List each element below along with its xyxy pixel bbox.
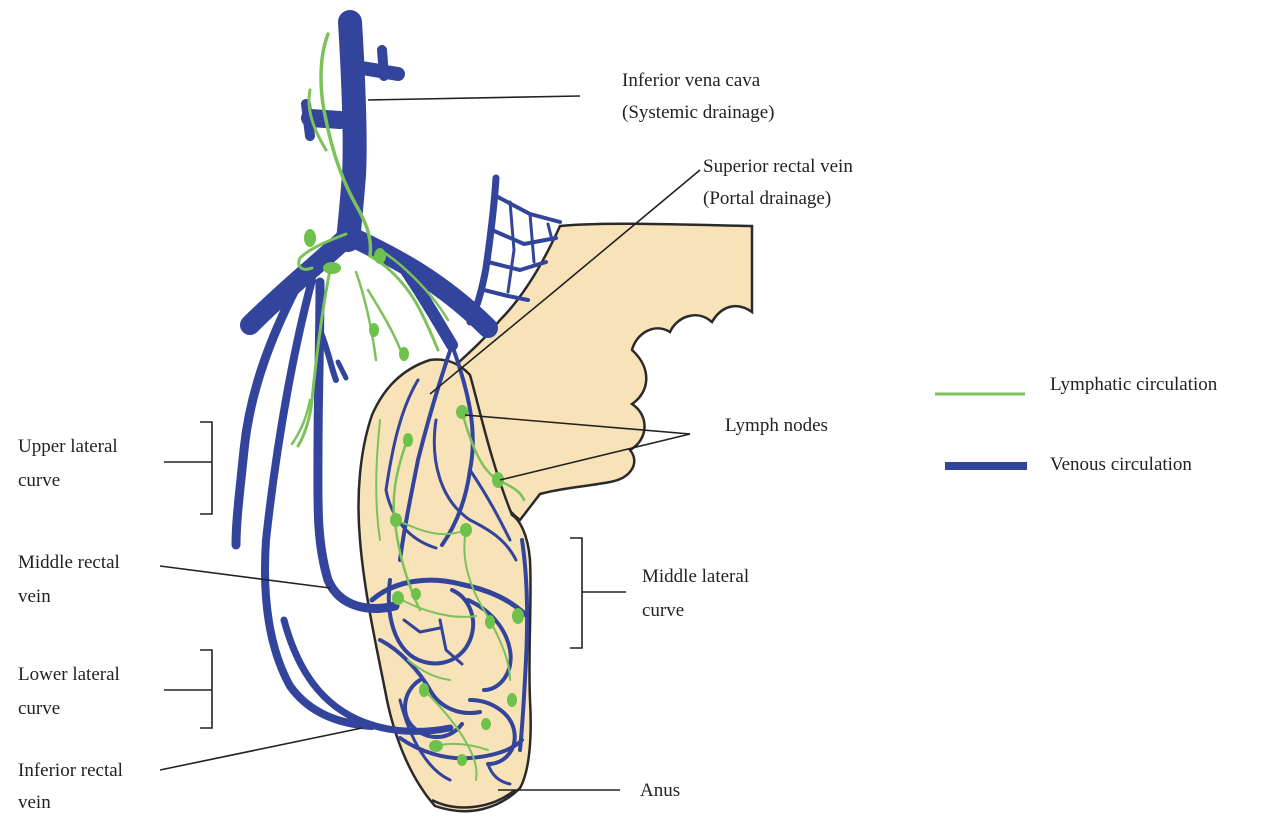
legend-venous-label: Venous circulation [1050,454,1192,475]
label-inferior-rectal: Inferior rectal [18,760,123,781]
legend: Lymphatic circulation Venous circulation [935,374,1218,475]
left-small-branch-tip [338,362,346,378]
lymph-node [403,433,413,447]
bracket-middle-lateral [570,538,626,648]
superior-rectal-vein [470,178,496,322]
lymph-node [323,262,341,274]
superior-rectal-branch-2 [492,230,556,244]
superior-rectal-branch-1 [496,196,560,222]
bracket-lower-lateral [164,650,212,728]
lymph-node [507,693,517,707]
label-middle-rectal-sub: vein [18,586,51,607]
label-lower-lateral-sub: curve [18,698,60,719]
lymph-node [392,591,404,605]
label-lower-lateral: Lower lateral [18,664,120,685]
leader-inferior-rectal [160,728,362,770]
lymph-node [512,608,524,624]
lymph-node [399,347,409,361]
lymph-node [369,323,379,337]
leader-middle-rectal [160,566,330,588]
label-middle-lateral: Middle lateral [642,566,749,587]
legend-lymphatic-label: Lymphatic circulation [1050,374,1218,395]
lymphatic-branch-mid-1 [356,272,376,360]
label-superior-rectal: Superior rectal vein [703,156,853,177]
label-middle-lateral-sub: curve [642,600,684,621]
label-inferior-rectal-sub: vein [18,792,51,813]
lymph-node [457,754,467,766]
label-superior-rectal-sub: (Portal drainage) [703,188,831,209]
label-middle-rectal: Middle rectal [18,552,120,573]
lymph-node [419,683,429,697]
lymph-node [411,588,421,600]
label-ivc: Inferior vena cava [622,70,761,91]
label-anus: Anus [640,780,680,801]
ivc-upper-branch-right-tip [382,50,384,76]
label-upper-lateral: Upper lateral [18,436,118,457]
lymph-node [481,718,491,730]
superior-rectal-branch-5 [508,202,514,292]
lymph-node [456,405,468,419]
lymph-node [460,523,472,537]
leader-ivc [368,96,580,100]
lymph-node [429,740,443,752]
label-upper-lateral-sub: curve [18,470,60,491]
lymph-node [390,513,402,527]
label-ivc-sub: (Systemic drainage) [622,102,774,123]
superior-rectal-branch-6 [530,214,534,262]
lymph-node [485,615,495,629]
lymph-node [374,248,386,264]
bracket-upper-lateral [164,422,212,514]
left-common-iliac-vein [250,238,346,325]
label-lymph-nodes: Lymph nodes [725,415,828,436]
lymph-node [304,229,316,247]
inferior-vena-cava [348,22,355,240]
